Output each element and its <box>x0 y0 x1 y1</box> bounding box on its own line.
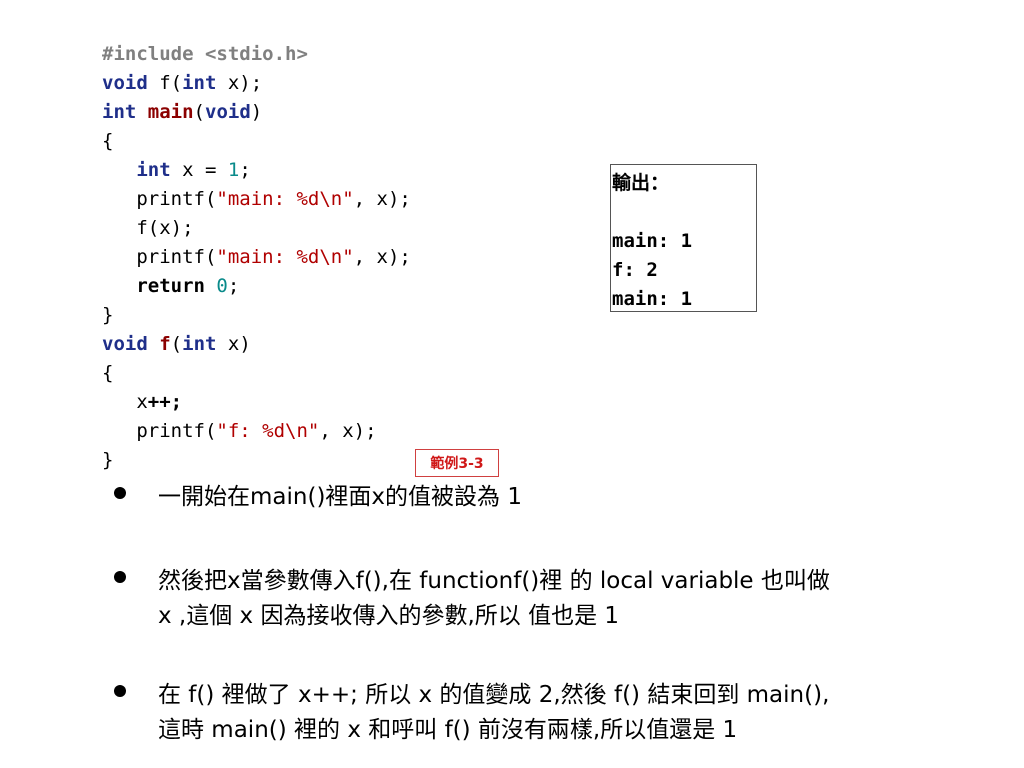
code-token: } <box>102 304 114 326</box>
code-token: void <box>102 72 148 94</box>
output-line: main: 1 <box>612 230 693 252</box>
code-token: , x); <box>353 188 411 210</box>
code-line: } <box>102 301 411 330</box>
code-token: x <box>102 391 148 413</box>
output-line <box>612 198 756 227</box>
code-line: printf("f: %d\n", x); <box>102 417 411 446</box>
code-token: "f: %d\n" <box>216 420 320 442</box>
code-listing: #include <stdio.h>void f(int x);int main… <box>102 40 411 475</box>
code-token: "main: %d\n" <box>216 188 354 210</box>
code-token: return <box>136 275 205 297</box>
code-token: } <box>102 449 114 471</box>
bullet-text: 一開始在main()裡面x的值被設為 1 <box>158 480 948 515</box>
code-token: , x); <box>353 246 411 268</box>
code-token: ) <box>250 101 263 123</box>
code-token: x) <box>216 333 251 355</box>
code-line: { <box>102 359 411 388</box>
code-token: int <box>136 159 171 181</box>
code-token: printf( <box>102 420 217 442</box>
code-token: int <box>182 72 217 94</box>
code-token: { <box>102 130 114 152</box>
code-line: int main(void) <box>102 98 411 127</box>
bullet-line: 然後把x當參數傳入f(),在 functionf()裡 的 local vari… <box>158 568 830 594</box>
code-token <box>102 159 136 181</box>
code-line: void f(int x) <box>102 330 411 359</box>
code-token <box>136 101 147 123</box>
code-token: x); <box>216 72 263 94</box>
bullet-line: 一開始在main()裡面x的值被設為 1 <box>158 484 522 510</box>
output-line: f: 2 <box>612 259 658 281</box>
bullet-line: 這時 main() 裡的 x 和呼叫 f() 前沒有兩樣,所以值還是 1 <box>158 717 738 743</box>
code-token: { <box>102 362 114 384</box>
code-token: void <box>205 101 251 123</box>
code-token: f <box>159 333 171 355</box>
code-line: #include <stdio.h> <box>102 40 411 69</box>
code-line: printf("main: %d\n", x); <box>102 185 411 214</box>
code-token: int <box>102 101 137 123</box>
code-line: } <box>102 446 411 475</box>
code-token: , x); <box>319 420 377 442</box>
output-line: main: 1 <box>612 288 693 310</box>
code-token: #include <stdio.h> <box>102 43 308 65</box>
code-token: 0 <box>216 275 228 297</box>
code-token: main <box>147 101 194 123</box>
code-token: f( <box>147 72 183 94</box>
output-heading: 輸出： <box>612 172 670 194</box>
code-token: 1 <box>227 159 240 181</box>
bullet-line: x ,這個 x 因為接收傳入的參數,所以 值也是 1 <box>158 603 620 629</box>
code-token: ++; <box>147 391 183 413</box>
code-line: return 0; <box>102 272 411 301</box>
code-line: void f(int x); <box>102 69 411 98</box>
code-token: ( <box>193 101 205 123</box>
code-token: "main: %d\n" <box>216 246 354 268</box>
code-line: f(x); <box>102 214 411 243</box>
code-token: printf( <box>102 188 217 210</box>
example-label: 範例3-3 <box>415 449 499 477</box>
bullet-text: 在 f() 裡做了 x++; 所以 x 的值變成 2,然後 f() 結束回到 m… <box>158 678 948 748</box>
code-token <box>102 275 136 297</box>
code-token: x = <box>170 159 228 181</box>
code-token: int <box>182 333 217 355</box>
code-token: ; <box>239 159 251 181</box>
bullet-dot-icon <box>114 685 126 697</box>
code-token: printf( <box>102 246 217 268</box>
output-box: 輸出： main: 1 f: 2 main: 1 <box>610 164 757 312</box>
bullet-text: 然後把x當參數傳入f(),在 functionf()裡 的 local vari… <box>158 564 948 634</box>
bullet-line: 在 f() 裡做了 x++; 所以 x 的值變成 2,然後 f() 結束回到 m… <box>158 682 830 708</box>
code-line: x++; <box>102 388 411 417</box>
bullet-dot-icon <box>114 487 126 499</box>
code-token: ; <box>227 275 240 297</box>
code-line: { <box>102 127 411 156</box>
code-line: printf("main: %d\n", x); <box>102 243 411 272</box>
code-token <box>205 275 216 297</box>
bullet-dot-icon <box>114 571 126 583</box>
code-token: ( <box>170 333 183 355</box>
code-token: void <box>102 333 148 355</box>
code-line: int x = 1; <box>102 156 411 185</box>
code-token: f(x); <box>102 217 194 239</box>
code-token <box>148 333 159 355</box>
